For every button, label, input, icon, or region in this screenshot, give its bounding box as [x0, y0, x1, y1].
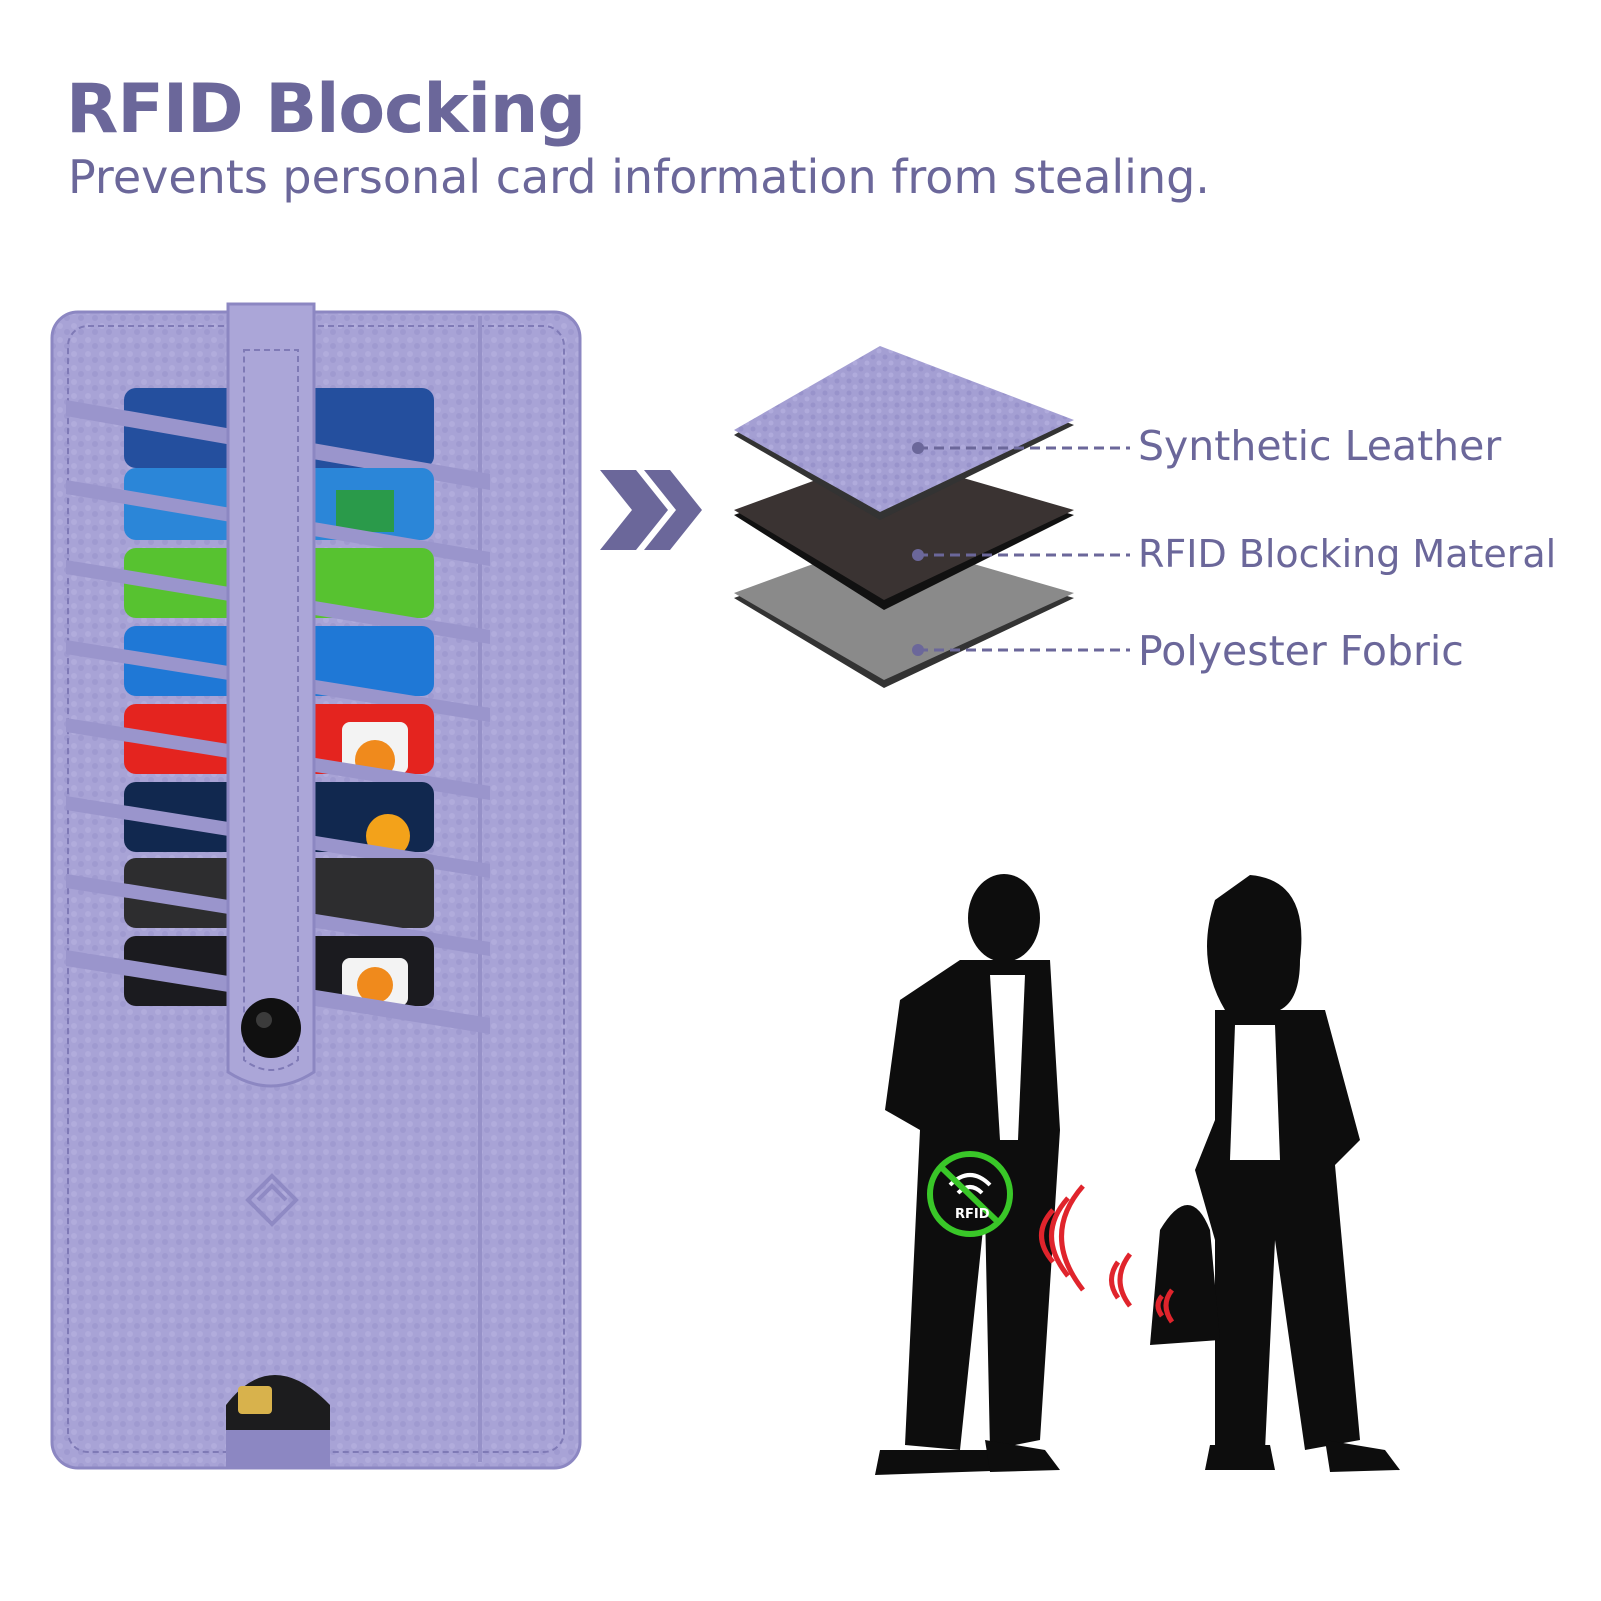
brand-logo-icon [245, 1173, 299, 1227]
label-rfid-blocking: RFID Blocking Materal [1138, 532, 1557, 576]
fabric-layer [734, 538, 1074, 688]
page-subtitle: Prevents personal card information from … [68, 150, 1210, 204]
rfid-badge-text: RFID [955, 1207, 990, 1222]
signal-waves [1039, 1184, 1175, 1324]
label-synthetic-leather: Synthetic Leather [1138, 422, 1502, 470]
label-polyester-fabric: Polyester Fobric [1138, 627, 1464, 675]
leather-layer [734, 346, 1074, 520]
page-title: RFID Blocking [66, 70, 586, 149]
wallet-strap[interactable] [226, 302, 316, 1088]
woman-silhouette [1150, 875, 1400, 1472]
snap-button[interactable] [241, 998, 301, 1058]
rfid-layer [734, 455, 1074, 610]
no-rfid-signal-icon: RFID [927, 1151, 1013, 1237]
